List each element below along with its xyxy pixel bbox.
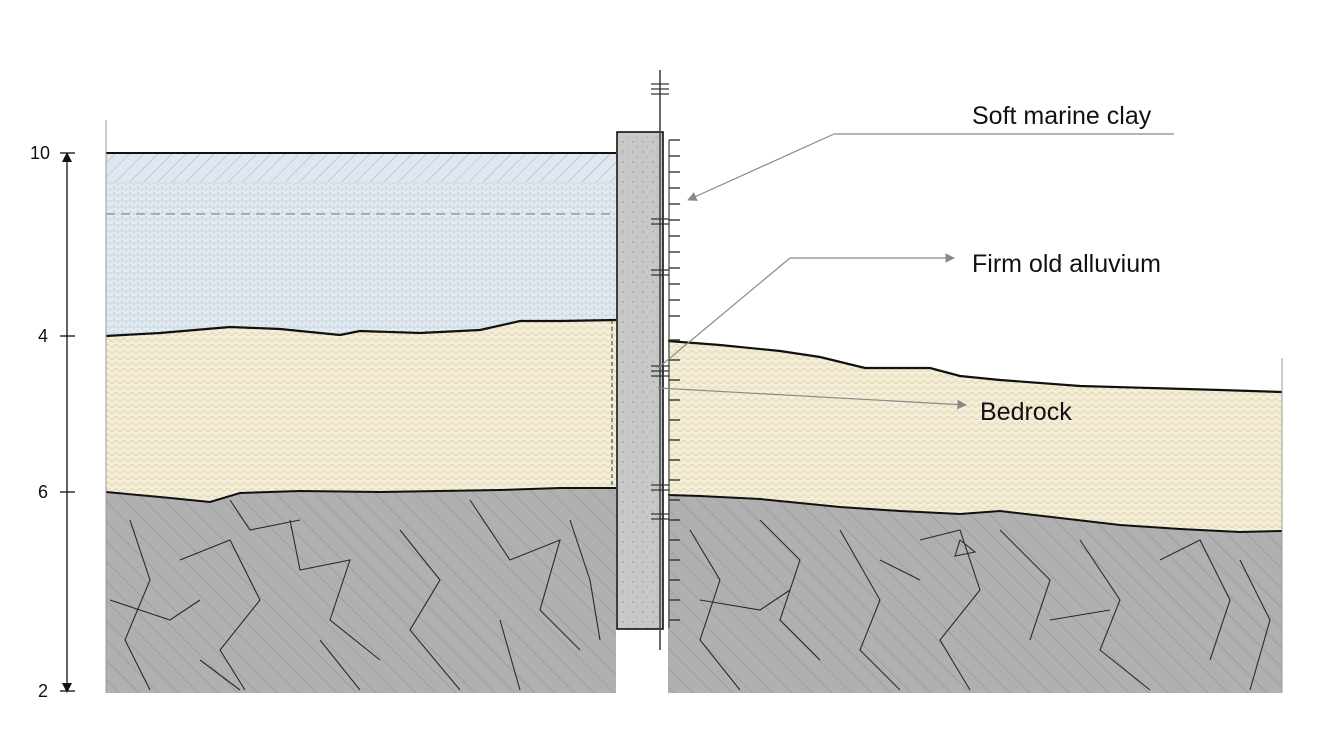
alluvium-top-boundary-right <box>667 339 1283 394</box>
pile-assembly <box>611 70 680 650</box>
depth-scale-top-arrow <box>62 152 72 162</box>
rod-clamps <box>651 83 669 520</box>
depth-tick-label: 4 <box>38 326 48 346</box>
soft-marine-clay-leader <box>687 133 835 201</box>
firm-old-alluvium-leader-diagonal <box>657 257 791 369</box>
depth-tick-label: 6 <box>38 482 48 502</box>
depth-scale: 10 4 6 2 <box>30 143 75 701</box>
bedrock-layer-left <box>106 488 616 693</box>
soil-layers-left <box>105 120 617 693</box>
alluvium-top-boundary-left <box>105 318 617 338</box>
soft-marine-clay-label: Soft marine clay <box>972 102 1152 130</box>
bedrock-top-boundary-right <box>667 494 1283 534</box>
depth-scale-bottom-arrow <box>62 683 72 693</box>
bedrock-layer-right <box>668 495 1282 693</box>
clay-hatched-top-band <box>106 153 616 182</box>
firm-old-alluvium-layer-left <box>106 320 616 502</box>
bedrock-top-boundary-left <box>105 487 616 504</box>
soft-marine-clay-layer <box>106 153 616 338</box>
bedrock-leader <box>657 387 967 410</box>
depth-tick-label: 2 <box>38 681 48 701</box>
anchor-ticks <box>669 139 680 621</box>
concrete-pile <box>616 131 664 630</box>
bedrock-fractures <box>109 499 1271 691</box>
bedrock-label: Bedrock <box>980 398 1072 426</box>
firm-old-alluvium-layer-right <box>668 341 1282 532</box>
callouts: Soft marine clay Firm old alluvium Bedro… <box>657 102 1174 426</box>
firm-old-alluvium-label: Firm old alluvium <box>972 250 1161 278</box>
soil-layers-right <box>667 339 1283 693</box>
depth-tick-label: 10 <box>30 143 50 163</box>
